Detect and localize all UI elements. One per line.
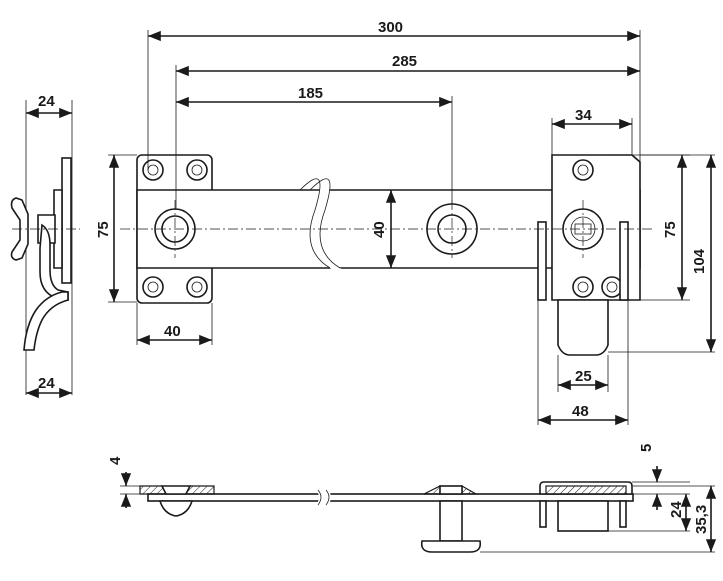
front-view [120,481,634,553]
dim-185: 185 [298,85,323,102]
dim-40-center: 40 [371,221,388,238]
dim-40-bottom: 40 [164,323,181,340]
dim-75-left: 75 [95,221,112,238]
dim-24-top: 24 [38,93,55,110]
dim-300: 300 [378,19,403,36]
dim-285: 285 [392,53,417,70]
dim-4: 4 [107,456,124,465]
dim-35-3: 35,3 [693,505,710,534]
side-view [10,100,80,395]
dim-24-bottom: 24 [38,375,55,392]
top-view [120,154,655,356]
dim-24-side: 24 [668,501,685,518]
dim-34: 34 [575,107,592,124]
dim-25: 25 [575,368,592,385]
dim-5: 5 [638,444,655,452]
dim-75-right: 75 [662,221,679,238]
dim-48: 48 [572,403,589,420]
dim-104: 104 [691,248,708,274]
